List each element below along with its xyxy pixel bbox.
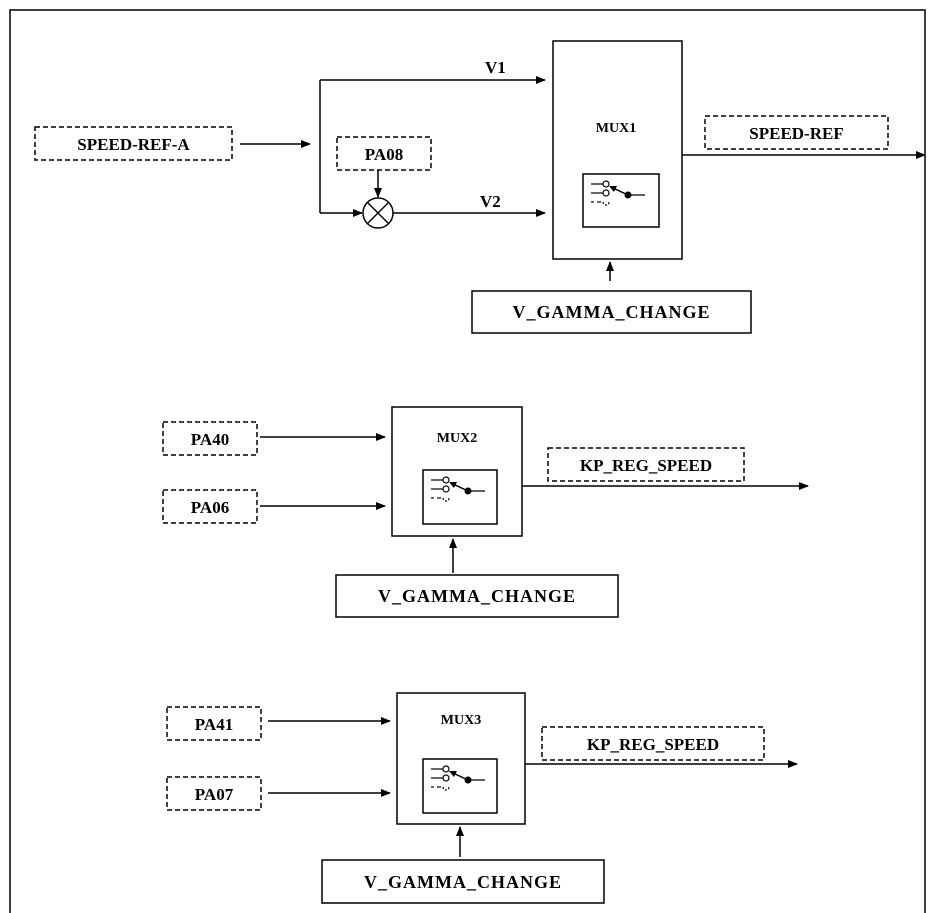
mux2-group: PA40 PA06 MUX2 KP_REG_SPEED V_GAMMA_CHAN…: [162, 406, 809, 618]
multiplier-icon: [362, 197, 394, 229]
input-2-label: PA06: [191, 498, 229, 517]
mux1-group: SPEED-REF-A V1 PA08 V2 MUX1 SPEED-REF V_…: [34, 40, 926, 334]
select-label: V_GAMMA_CHANGE: [378, 586, 576, 606]
input-2-label: PA07: [195, 785, 234, 804]
input-1-box: [166, 706, 262, 741]
input-2-box: [166, 776, 262, 811]
v2-label: V2: [480, 192, 501, 211]
input-1-label: PA40: [191, 430, 229, 449]
output-box: [704, 115, 889, 150]
mux2-title: MUX2: [437, 431, 477, 446]
select-label: V_GAMMA_CHANGE: [513, 302, 711, 322]
gain-box: [336, 136, 432, 171]
input-2-box: [162, 489, 258, 524]
mux2-switch-box: [422, 469, 498, 525]
mux3-title: MUX3: [441, 713, 481, 728]
select-label: V_GAMMA_CHANGE: [364, 872, 562, 892]
select-box: [335, 574, 619, 618]
output-label: KP_REG_SPEED: [587, 735, 719, 754]
input-source-box: [34, 126, 233, 161]
output-label: KP_REG_SPEED: [580, 456, 712, 475]
mux3-switch-box: [422, 758, 498, 814]
output-box: [547, 447, 745, 482]
mux3-group: PA41 PA07 MUX3 KP_REG_SPEED V_GAMMA_CHAN…: [166, 692, 798, 904]
gain-label: PA08: [365, 145, 403, 164]
output-label: SPEED-REF: [749, 124, 843, 143]
mux1-title: MUX1: [596, 121, 636, 136]
mux1-switch-box: [582, 173, 660, 228]
input-1-label: PA41: [195, 715, 233, 734]
input-source-label: SPEED-REF-A: [77, 135, 190, 154]
select-box: [321, 859, 605, 904]
v1-label: V1: [485, 58, 506, 77]
output-box: [541, 726, 765, 761]
frame-border: [9, 9, 926, 913]
input-1-box: [162, 421, 258, 456]
select-box: [471, 290, 752, 334]
